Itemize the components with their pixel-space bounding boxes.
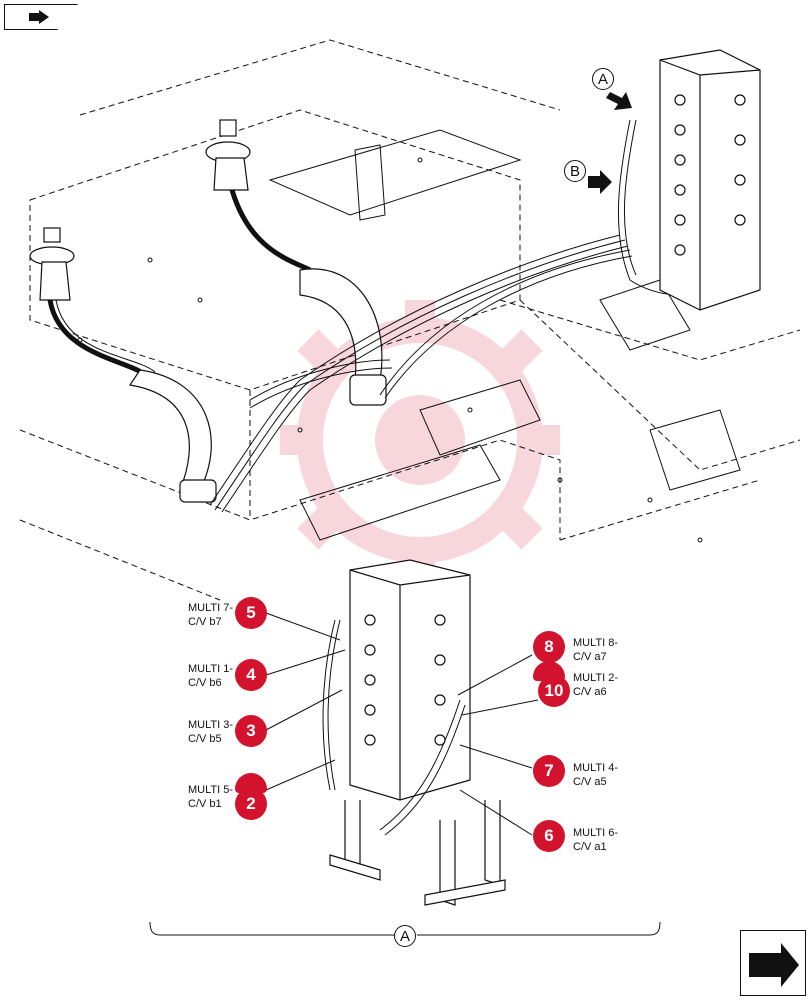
callout-badge-5[interactable]: 5 — [235, 597, 267, 629]
detail-view-marker: A — [394, 925, 416, 947]
chassis-frame — [19, 39, 801, 601]
callout-label: MULTI 8-C/V a7 — [573, 637, 619, 663]
callout-badge-10[interactable]: 10 — [538, 675, 570, 707]
arrow-forward-icon — [749, 943, 799, 987]
next-page-button[interactable] — [740, 930, 806, 996]
callout-badge-2[interactable]: 2 — [235, 788, 267, 820]
callout-label: MULTI 7-C/V b7 — [188, 602, 234, 628]
watermark-logo — [280, 300, 560, 580]
control-valve-top — [659, 49, 761, 311]
arrow-back-icon — [29, 10, 49, 24]
detail-control-valve — [329, 559, 506, 906]
detail-hoses — [322, 619, 466, 836]
callout-badge-3[interactable]: 3 — [235, 715, 267, 747]
callout-badge-8[interactable]: 8 — [533, 631, 565, 663]
view-marker-b: B — [564, 160, 586, 182]
view-arrows — [588, 92, 632, 194]
right-joystick — [205, 119, 387, 406]
view-bracket — [149, 921, 661, 936]
left-joystick — [29, 227, 217, 503]
callout-label: MULTI 5-C/V b1 — [188, 784, 234, 810]
view-marker-a: A — [592, 68, 614, 90]
callout-label: MULTI 3-C/V b5 — [188, 719, 234, 745]
callout-badge-overlap — [235, 773, 267, 793]
callout-badge-7[interactable]: 7 — [533, 755, 565, 787]
leader-lines — [265, 612, 539, 836]
callout-label: MULTI 1-C/V b6 — [188, 663, 234, 689]
callout-badge-6[interactable]: 6 — [533, 820, 565, 852]
callout-label: MULTI 4-C/V a5 — [573, 762, 619, 788]
callout-label: MULTI 2-C/V a6 — [573, 672, 619, 698]
callout-badge-4[interactable]: 4 — [235, 659, 267, 691]
previous-page-button[interactable] — [4, 4, 78, 30]
callout-label: MULTI 6-C/V a1 — [573, 827, 619, 853]
